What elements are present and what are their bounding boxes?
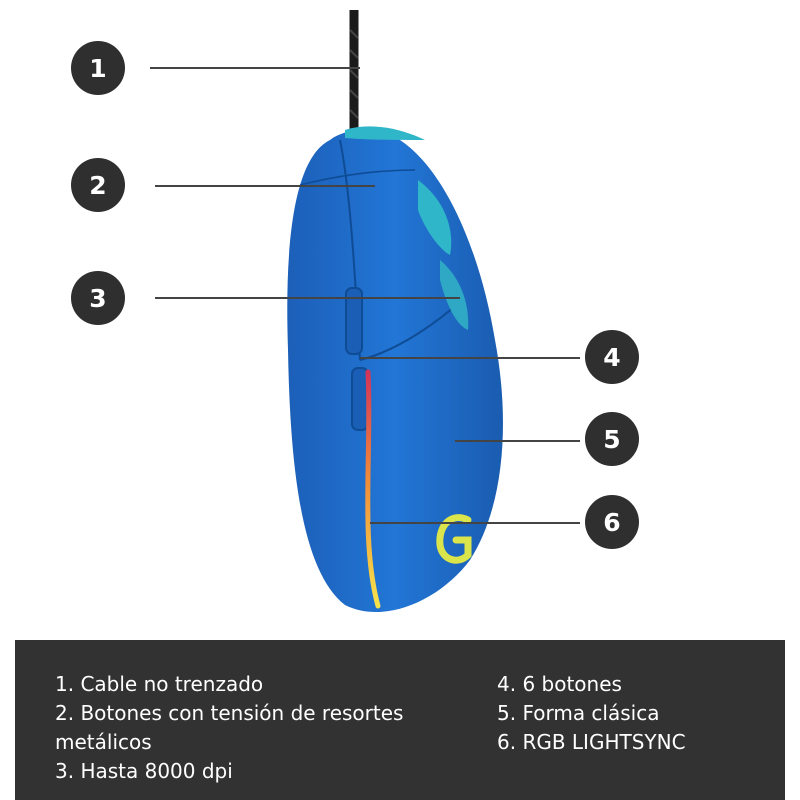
callout-4: 4 bbox=[585, 330, 639, 384]
callout-1: 1 bbox=[71, 41, 125, 95]
logo-g-icon bbox=[436, 514, 472, 564]
rgb-strip bbox=[365, 369, 381, 609]
leader-line-4 bbox=[360, 357, 580, 359]
leader-line-1 bbox=[150, 67, 360, 69]
callout-5: 5 bbox=[585, 412, 639, 466]
scroll-wheel bbox=[418, 180, 452, 255]
callout-number: 3 bbox=[89, 283, 107, 313]
side-button-back bbox=[351, 367, 369, 431]
feature-item: 4. 6 botones bbox=[497, 672, 622, 696]
feature-list-left: 1. Cable no trenzado 2. Botones con tens… bbox=[55, 670, 403, 786]
feature-item: 6. RGB LIGHTSYNC bbox=[497, 730, 686, 754]
feature-item: 3. Hasta 8000 dpi bbox=[55, 759, 233, 783]
feature-item: 1. Cable no trenzado bbox=[55, 672, 264, 696]
side-button-front bbox=[345, 287, 363, 355]
feature-caption-box: 1. Cable no trenzado 2. Botones con tens… bbox=[15, 640, 785, 800]
leader-line-3 bbox=[155, 297, 460, 299]
callout-2: 2 bbox=[71, 158, 125, 212]
callout-number: 1 bbox=[89, 53, 107, 83]
feature-item: metálicos bbox=[55, 730, 152, 754]
feature-item: 2. Botones con tensión de resortes bbox=[55, 701, 404, 725]
feature-item: 5. Forma clásica bbox=[497, 701, 660, 725]
callout-number: 2 bbox=[89, 170, 107, 200]
leader-line-5 bbox=[455, 440, 580, 442]
callout-3: 3 bbox=[71, 271, 125, 325]
leader-line-6 bbox=[370, 522, 580, 524]
mouse-image bbox=[287, 10, 503, 613]
feature-list-right: 4. 6 botones 5. Forma clásica 6. RGB LIG… bbox=[497, 670, 686, 757]
callout-number: 4 bbox=[603, 342, 621, 372]
leader-line-2 bbox=[155, 185, 375, 187]
callout-number: 5 bbox=[603, 424, 621, 454]
callout-number: 6 bbox=[603, 507, 621, 537]
callout-6: 6 bbox=[585, 495, 639, 549]
